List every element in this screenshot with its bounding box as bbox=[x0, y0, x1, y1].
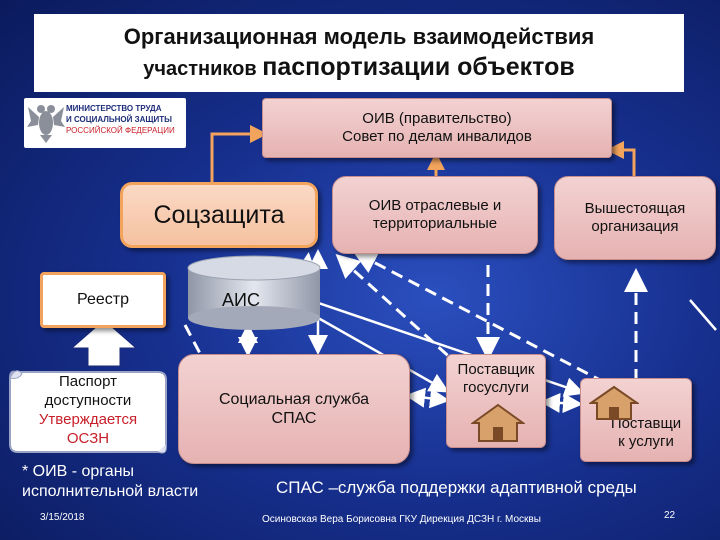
database-cylinder-icon bbox=[187, 255, 321, 330]
node-ais-label: АИС bbox=[222, 290, 260, 310]
node-provider-gov: Поставщик госуслуги bbox=[446, 354, 546, 448]
node-passport-line3: Утверждается bbox=[38, 411, 138, 428]
node-providers: Поставщи к услуги bbox=[580, 378, 692, 462]
title-line1: Организационная модель взаимодействия bbox=[123, 24, 595, 49]
node-oiv-government: ОИВ (правительство) Совет по делам инвал… bbox=[262, 98, 612, 158]
node-passport: Паспорт доступности Утверждается ОСЗН bbox=[8, 364, 168, 454]
node-providers-line2: к услуги bbox=[618, 433, 674, 450]
house-icon bbox=[471, 403, 525, 442]
ministry-name-line2: И СОЦИАЛЬНОЙ ЗАЩИТЫ bbox=[66, 115, 172, 124]
arrow-right-edge bbox=[689, 299, 717, 331]
node-registry: Реестр bbox=[40, 272, 166, 328]
arrow-soczashita-to-oiv bbox=[210, 125, 268, 182]
node-oiv-branch-line2: территориальные bbox=[372, 215, 498, 232]
node-soczashita-label: Соцзащита bbox=[153, 200, 285, 229]
ministry-name-line3: РОССИЙСКОЙ ФЕДЕРАЦИИ bbox=[66, 126, 175, 135]
node-higher-organization: Вышестоящая организация bbox=[554, 176, 716, 260]
ministry-logo: МИНИСТЕРСТВО ТРУДА И СОЦИАЛЬНОЙ ЗАЩИТЫ Р… bbox=[24, 98, 186, 148]
spas-definition: СПАС –служба поддержки адаптивной среды bbox=[276, 478, 637, 497]
node-social-service: Социальная служба СПАС bbox=[178, 354, 410, 464]
oiv-definition-line1: * ОИВ - органы bbox=[22, 463, 135, 480]
oiv-definition: * ОИВ - органы исполнительной власти bbox=[22, 462, 198, 502]
title-line2-end: паспортизации объектов bbox=[262, 53, 575, 81]
node-social-service-line2: СПАС bbox=[271, 410, 317, 427]
title-line2-start: участников bbox=[143, 58, 257, 80]
arrow-higher-to-oiv bbox=[606, 141, 636, 176]
node-passport-line1: Паспорт bbox=[59, 373, 117, 390]
node-oiv-branch-line1: ОИВ отраслевые и bbox=[368, 197, 502, 214]
node-social-service-line1: Социальная служба bbox=[218, 391, 370, 408]
slide-date: 3/15/2018 bbox=[40, 512, 85, 523]
house-icon bbox=[589, 385, 639, 420]
node-soczashita: Соцзащита bbox=[120, 182, 318, 248]
node-oiv-government-line2: Совет по делам инвалидов bbox=[342, 128, 532, 145]
node-passport-line2: доступности bbox=[44, 392, 132, 409]
oiv-definition-line2: исполнительной власти bbox=[22, 483, 199, 500]
slide-author: Осиновская Вера Борисовна ГКУ Дирекция Д… bbox=[262, 514, 541, 525]
node-higher-org-line1: Вышестоящая bbox=[584, 200, 686, 217]
title-box: Организационная модель взаимодействия уч… bbox=[34, 14, 684, 92]
node-provider-gov-line1: Поставщик bbox=[457, 361, 535, 378]
slide-page-number: 22 bbox=[664, 510, 676, 521]
arrow-passport-to-registry bbox=[70, 319, 138, 367]
node-higher-org-line2: организация bbox=[591, 218, 679, 235]
arrow-service-provider bbox=[405, 387, 450, 409]
eagle-emblem-icon bbox=[27, 105, 65, 143]
ministry-name-line1: МИНИСТЕРСТВО ТРУДА bbox=[66, 104, 162, 113]
arrow-provider-providers bbox=[540, 392, 583, 414]
node-passport-line4: ОСЗН bbox=[66, 430, 110, 447]
ministry-name: МИНИСТЕРСТВО ТРУДА И СОЦИАЛЬНОЙ ЗАЩИТЫ Р… bbox=[66, 103, 175, 136]
node-oiv-government-line1: ОИВ (правительство) bbox=[362, 110, 512, 127]
title-line2: участников паспортизации объектов bbox=[34, 52, 684, 84]
node-provider-gov-line2: госуслуги bbox=[463, 379, 529, 396]
scroll-icon bbox=[9, 370, 167, 454]
node-oiv-branch: ОИВ отраслевые и территориальные bbox=[332, 176, 538, 254]
node-registry-label: Реестр bbox=[77, 291, 129, 308]
